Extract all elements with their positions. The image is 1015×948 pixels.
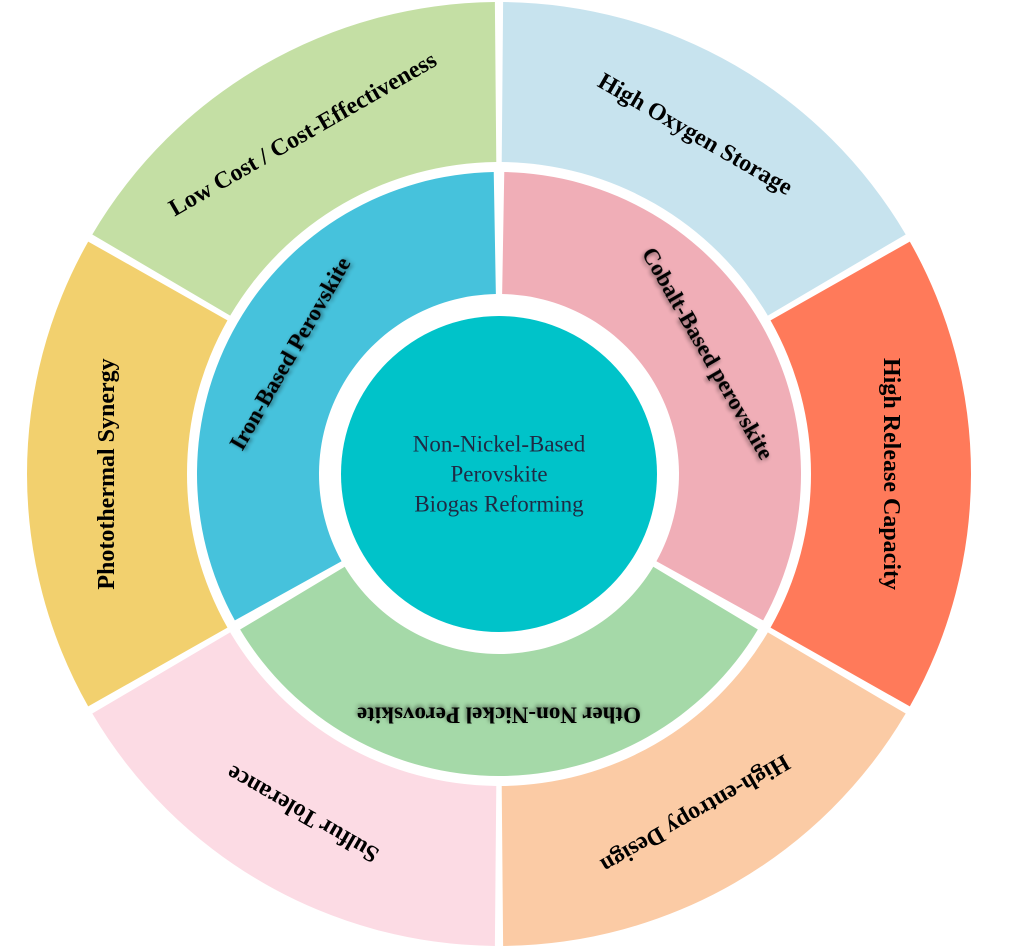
center-circle bbox=[341, 316, 657, 632]
outer-segment-high-release-capacity bbox=[770, 241, 971, 707]
inner-segment-iron-based-perovskite bbox=[196, 172, 496, 621]
center-title-line-3: Biogas Reforming bbox=[414, 492, 584, 517]
outer-label-photothermal-synergy: Photothermal Synergy bbox=[94, 358, 120, 589]
inner-segment-other-non-nickel-perovskite bbox=[240, 566, 758, 776]
inner-segment-cobalt-based-perovskite bbox=[502, 172, 802, 621]
outer-label-high-release-capacity: High Release Capacity bbox=[878, 358, 904, 590]
inner-label-other-non-nickel-perovskite: Other Non-Nickel Perovskite bbox=[357, 703, 641, 728]
outer-segment-low-cost-cost-effectiveness bbox=[92, 2, 497, 316]
center-title-line-1: Non-Nickel-Based bbox=[413, 432, 586, 457]
outer-segment-high-oxygen-storage bbox=[501, 2, 906, 316]
outer-segment-high-entropy-design bbox=[501, 632, 906, 946]
center-title-line-2: Perovskite bbox=[450, 462, 547, 487]
outer-segment-photothermal-synergy bbox=[27, 241, 228, 707]
outer-segment-sulfur-tolerance bbox=[92, 632, 497, 946]
